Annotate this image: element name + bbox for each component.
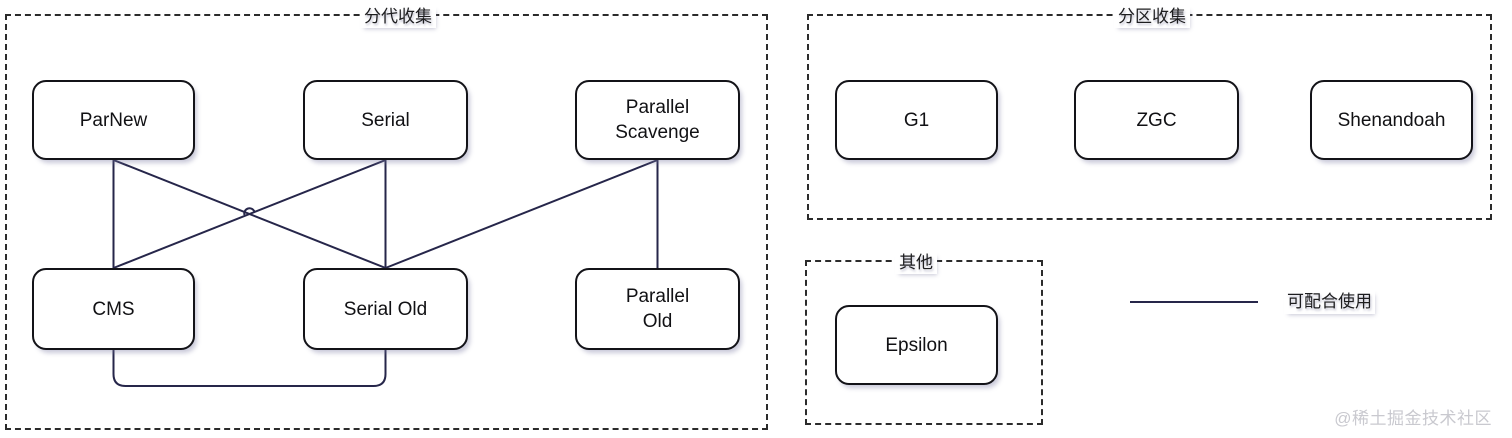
node-parallel-old[interactable]: Parallel Old (575, 268, 740, 350)
node-epsilon[interactable]: Epsilon (835, 305, 998, 385)
node-parallel-scavenge[interactable]: Parallel Scavenge (575, 80, 740, 160)
node-shenandoah[interactable]: Shenandoah (1310, 80, 1473, 160)
group-label-regional: 分区收集 (1114, 6, 1190, 28)
legend-label: 可配合使用 (1284, 290, 1375, 314)
legend-line-sample (1130, 301, 1258, 303)
node-serial-old[interactable]: Serial Old (303, 268, 468, 350)
watermark: @稀土掘金技术社区 (1334, 409, 1492, 428)
group-label-other: 其他 (895, 252, 937, 274)
node-serial[interactable]: Serial (303, 80, 468, 160)
node-zgc[interactable]: ZGC (1074, 80, 1239, 160)
node-cms[interactable]: CMS (32, 268, 195, 350)
node-g1[interactable]: G1 (835, 80, 998, 160)
group-label-generational: 分代收集 (360, 6, 436, 28)
node-parnew[interactable]: ParNew (32, 80, 195, 160)
group-box-generational (5, 14, 768, 430)
